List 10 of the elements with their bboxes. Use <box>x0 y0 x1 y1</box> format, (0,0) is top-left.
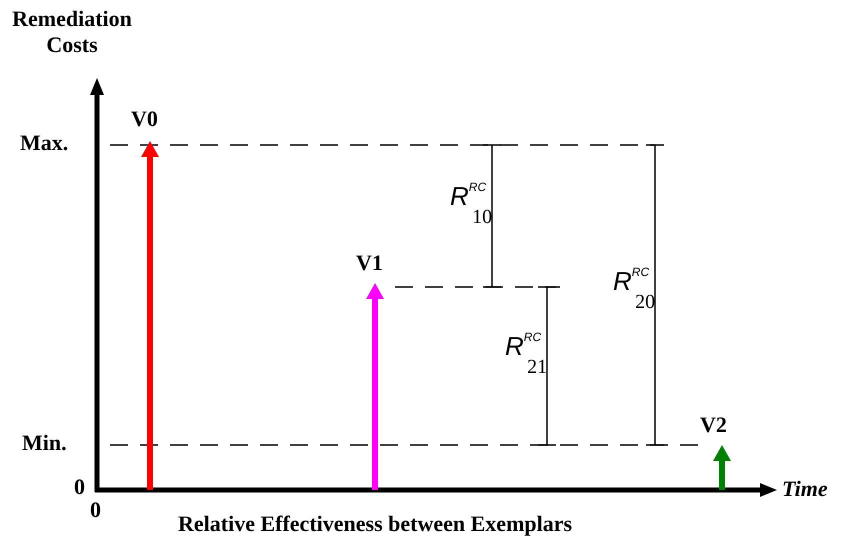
axis-label: Relative Effectiveness between Exemplars <box>178 511 572 538</box>
arrow-label: V0 <box>131 106 158 132</box>
axis-label: Remediation Costs <box>12 6 132 59</box>
tick-label: 0 <box>74 474 85 500</box>
arrow-label: V2 <box>700 412 727 438</box>
axis-label: Time <box>782 476 828 502</box>
tick-label: Min. <box>22 430 67 456</box>
tick-label: 0 <box>90 497 101 524</box>
tick-label: Max. <box>20 130 68 156</box>
arrow-label: V1 <box>356 250 383 276</box>
